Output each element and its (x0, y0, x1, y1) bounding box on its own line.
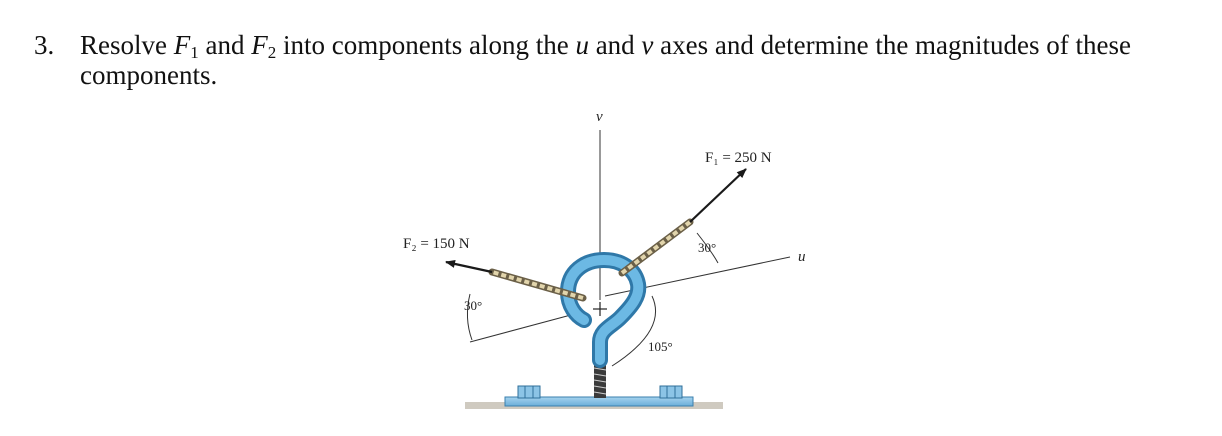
f2-angle-arc (466, 293, 473, 341)
f1-angle-label: 30° (698, 240, 716, 255)
f2-rope (488, 268, 587, 302)
v-axis-label: v (596, 109, 603, 125)
problem-text: Resolve F1 and F2 into components along … (80, 30, 1131, 90)
f2-angle-label: 30° (464, 298, 482, 313)
u-axis-label: u (798, 249, 806, 265)
v-axis-symbol: v (641, 30, 654, 60)
f2-symbol: F (251, 30, 268, 60)
f2-reference-line (469, 311, 583, 343)
u-axis-symbol: u (575, 30, 589, 60)
f2-arrow (445, 260, 493, 274)
f2-subscript: 2 (267, 43, 277, 62)
f2-label: F₂ = 150 N (403, 236, 470, 252)
f1-label: F₁ = 250 N (705, 150, 772, 166)
problem-number: 3. (34, 30, 55, 60)
center-mark (593, 302, 607, 316)
f1-angle-arc (696, 232, 719, 264)
f1-arrow (689, 168, 747, 223)
bottom-angle-arc (611, 295, 657, 367)
f1-symbol: F (173, 30, 191, 60)
right-bolt (659, 385, 683, 399)
left-bolt (517, 385, 541, 399)
bottom-angle-label: 105° (648, 339, 673, 354)
f1-subscript: 1 (190, 43, 199, 62)
